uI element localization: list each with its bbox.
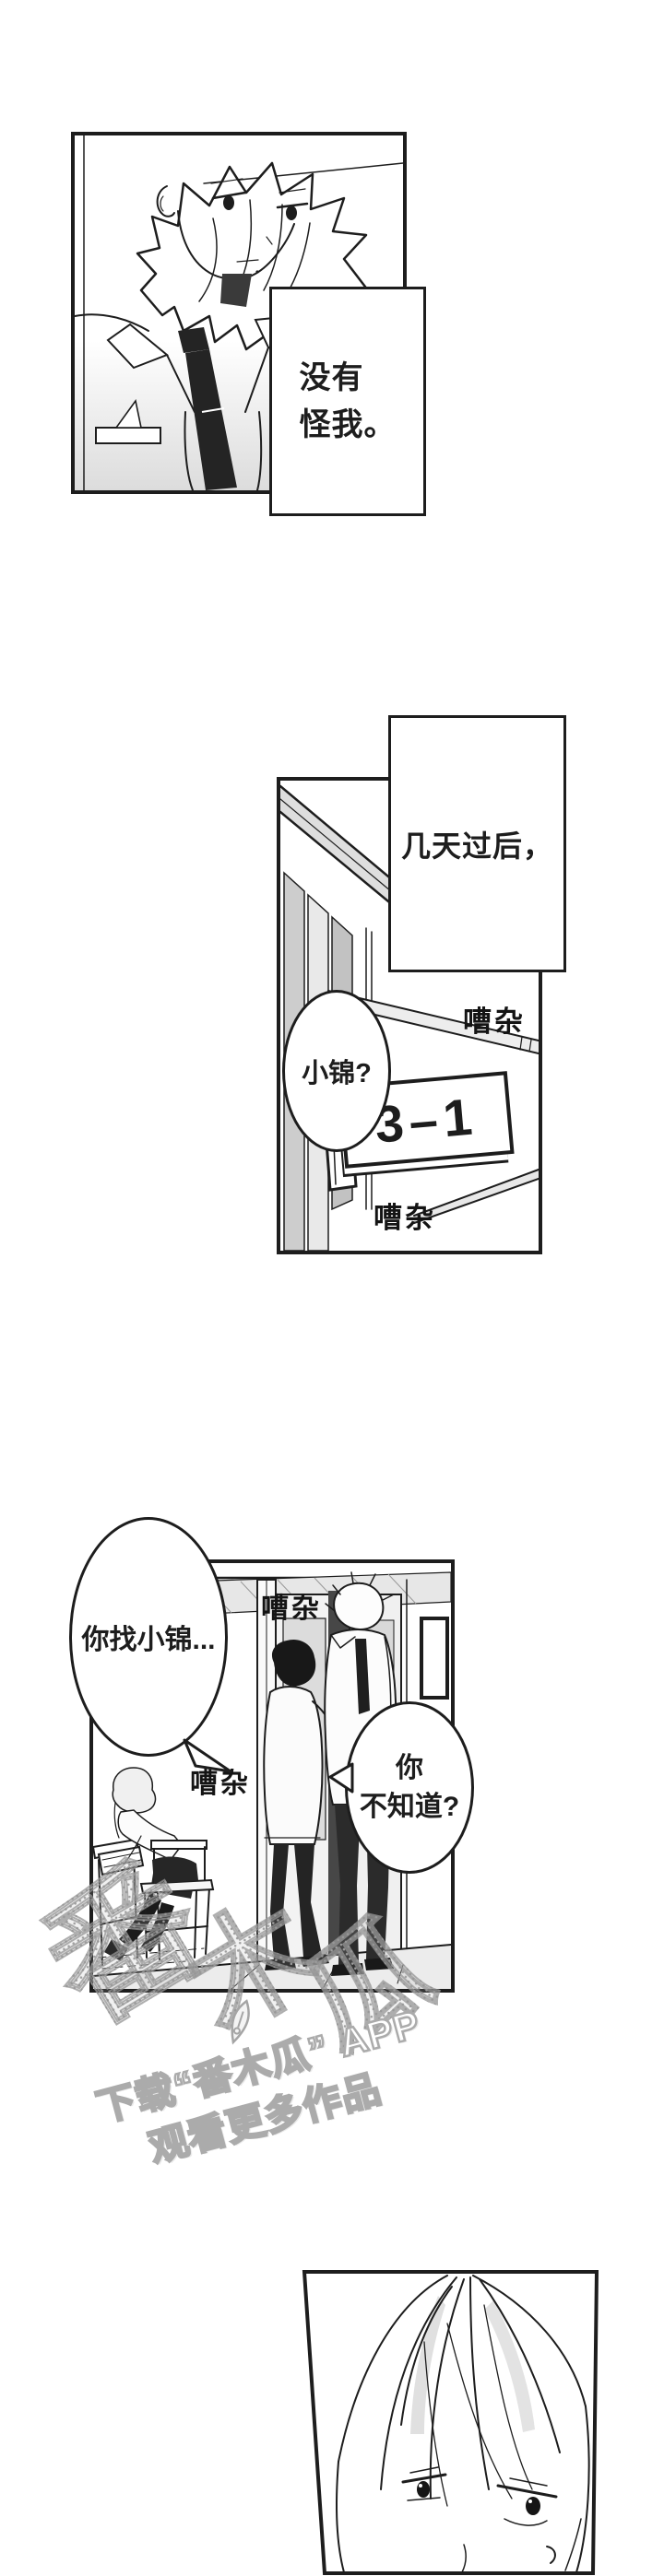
girl-shoe bbox=[104, 1939, 128, 1961]
sandal-3 bbox=[331, 1963, 364, 1976]
face bbox=[156, 178, 309, 307]
closeup-face-lines bbox=[461, 2518, 582, 2573]
bag-on-chair bbox=[152, 1856, 198, 1884]
dark-hair bbox=[271, 1639, 316, 1687]
necktie bbox=[355, 1639, 370, 1714]
speech-bubble-looking-for-xiaojin: 你找小锦... bbox=[69, 1517, 228, 1757]
tie-highlight bbox=[201, 407, 225, 413]
shirt-and-tie bbox=[75, 313, 365, 490]
pen-clip bbox=[114, 399, 142, 429]
narration-text: 没有 怪我。 bbox=[300, 355, 397, 449]
girl-leg-1 bbox=[119, 1891, 161, 1947]
tie-blade bbox=[185, 349, 237, 490]
sfx-text: 嘈杂 bbox=[374, 1202, 436, 1234]
bubble-tail bbox=[328, 1762, 354, 1794]
narration-text: 几天过后， bbox=[400, 829, 553, 863]
neck-shadow bbox=[220, 274, 252, 307]
watermark-line-2: 观看更多作品 bbox=[106, 2048, 424, 2186]
sfx-text: 嘈杂 bbox=[261, 1594, 322, 1624]
speech-bubble-xiaojin: 小锦? bbox=[282, 990, 391, 1152]
mole bbox=[255, 270, 259, 274]
wall-window bbox=[420, 1617, 449, 1700]
girl-leg-2 bbox=[141, 1902, 174, 1952]
speech-line: 不知道? bbox=[359, 1791, 460, 1822]
sfx-noise-4: 嘈杂 bbox=[190, 1760, 251, 1801]
lower-rail bbox=[413, 1169, 539, 1224]
sfx-text: 嘈杂 bbox=[463, 1006, 526, 1038]
watermark-line-1: 下载“番木瓜” APP bbox=[71, 1988, 446, 2141]
chair-backrest bbox=[150, 1840, 208, 1850]
sfx-text: 嘈杂 bbox=[190, 1769, 251, 1799]
pants-leg-1 bbox=[270, 1844, 290, 1961]
sandal-2 bbox=[300, 1954, 329, 1967]
watermark-text: 下载“番木瓜” APP bbox=[91, 2001, 426, 2131]
panel-face-closeup bbox=[302, 2270, 599, 2575]
narration-box-2: 几天过后， bbox=[388, 715, 566, 972]
tie-knot bbox=[178, 327, 209, 353]
girl-hair bbox=[112, 1767, 157, 1814]
pants-leg-3 bbox=[335, 1805, 361, 1965]
chest-pocket bbox=[95, 427, 161, 444]
speech-bubble-dont-know: 你 不知道? bbox=[345, 1701, 474, 1874]
light-haired-boy bbox=[324, 1571, 397, 1976]
chair bbox=[139, 1840, 215, 1960]
narration-line: 没有 bbox=[299, 359, 364, 395]
speech-text: 小锦? bbox=[302, 1059, 372, 1088]
closeup-hair bbox=[336, 2275, 590, 2573]
closeup-eyes bbox=[401, 2466, 558, 2526]
right-iris bbox=[286, 206, 297, 220]
panel-border bbox=[302, 2270, 599, 2575]
light-hair bbox=[333, 1582, 385, 1630]
sfx-noise-1: 嘈杂 bbox=[463, 998, 526, 1040]
sfx-noise-3: 嘈杂 bbox=[261, 1585, 322, 1626]
sfx-noise-2: 嘈杂 bbox=[374, 1194, 436, 1236]
bubble-tail bbox=[183, 1738, 232, 1773]
eyes bbox=[211, 191, 309, 209]
speech-text: 你 不知道? bbox=[360, 1749, 459, 1827]
pen-nib-icon bbox=[231, 1999, 250, 2045]
sandal-4 bbox=[364, 1958, 394, 1970]
speech-text: 你找小锦... bbox=[81, 1625, 216, 1655]
watermark-text: 观看更多作品 bbox=[143, 2065, 386, 2171]
pants-leg-2 bbox=[294, 1844, 322, 1958]
collar-left bbox=[106, 323, 169, 370]
narration-box-1: 没有 怪我。 bbox=[269, 287, 426, 516]
narration-line: 怪我。 bbox=[299, 406, 397, 442]
speech-line: 你 bbox=[395, 1752, 423, 1783]
white-shirt bbox=[263, 1686, 324, 1845]
sandal-1 bbox=[265, 1959, 296, 1970]
left-iris bbox=[223, 195, 234, 210]
